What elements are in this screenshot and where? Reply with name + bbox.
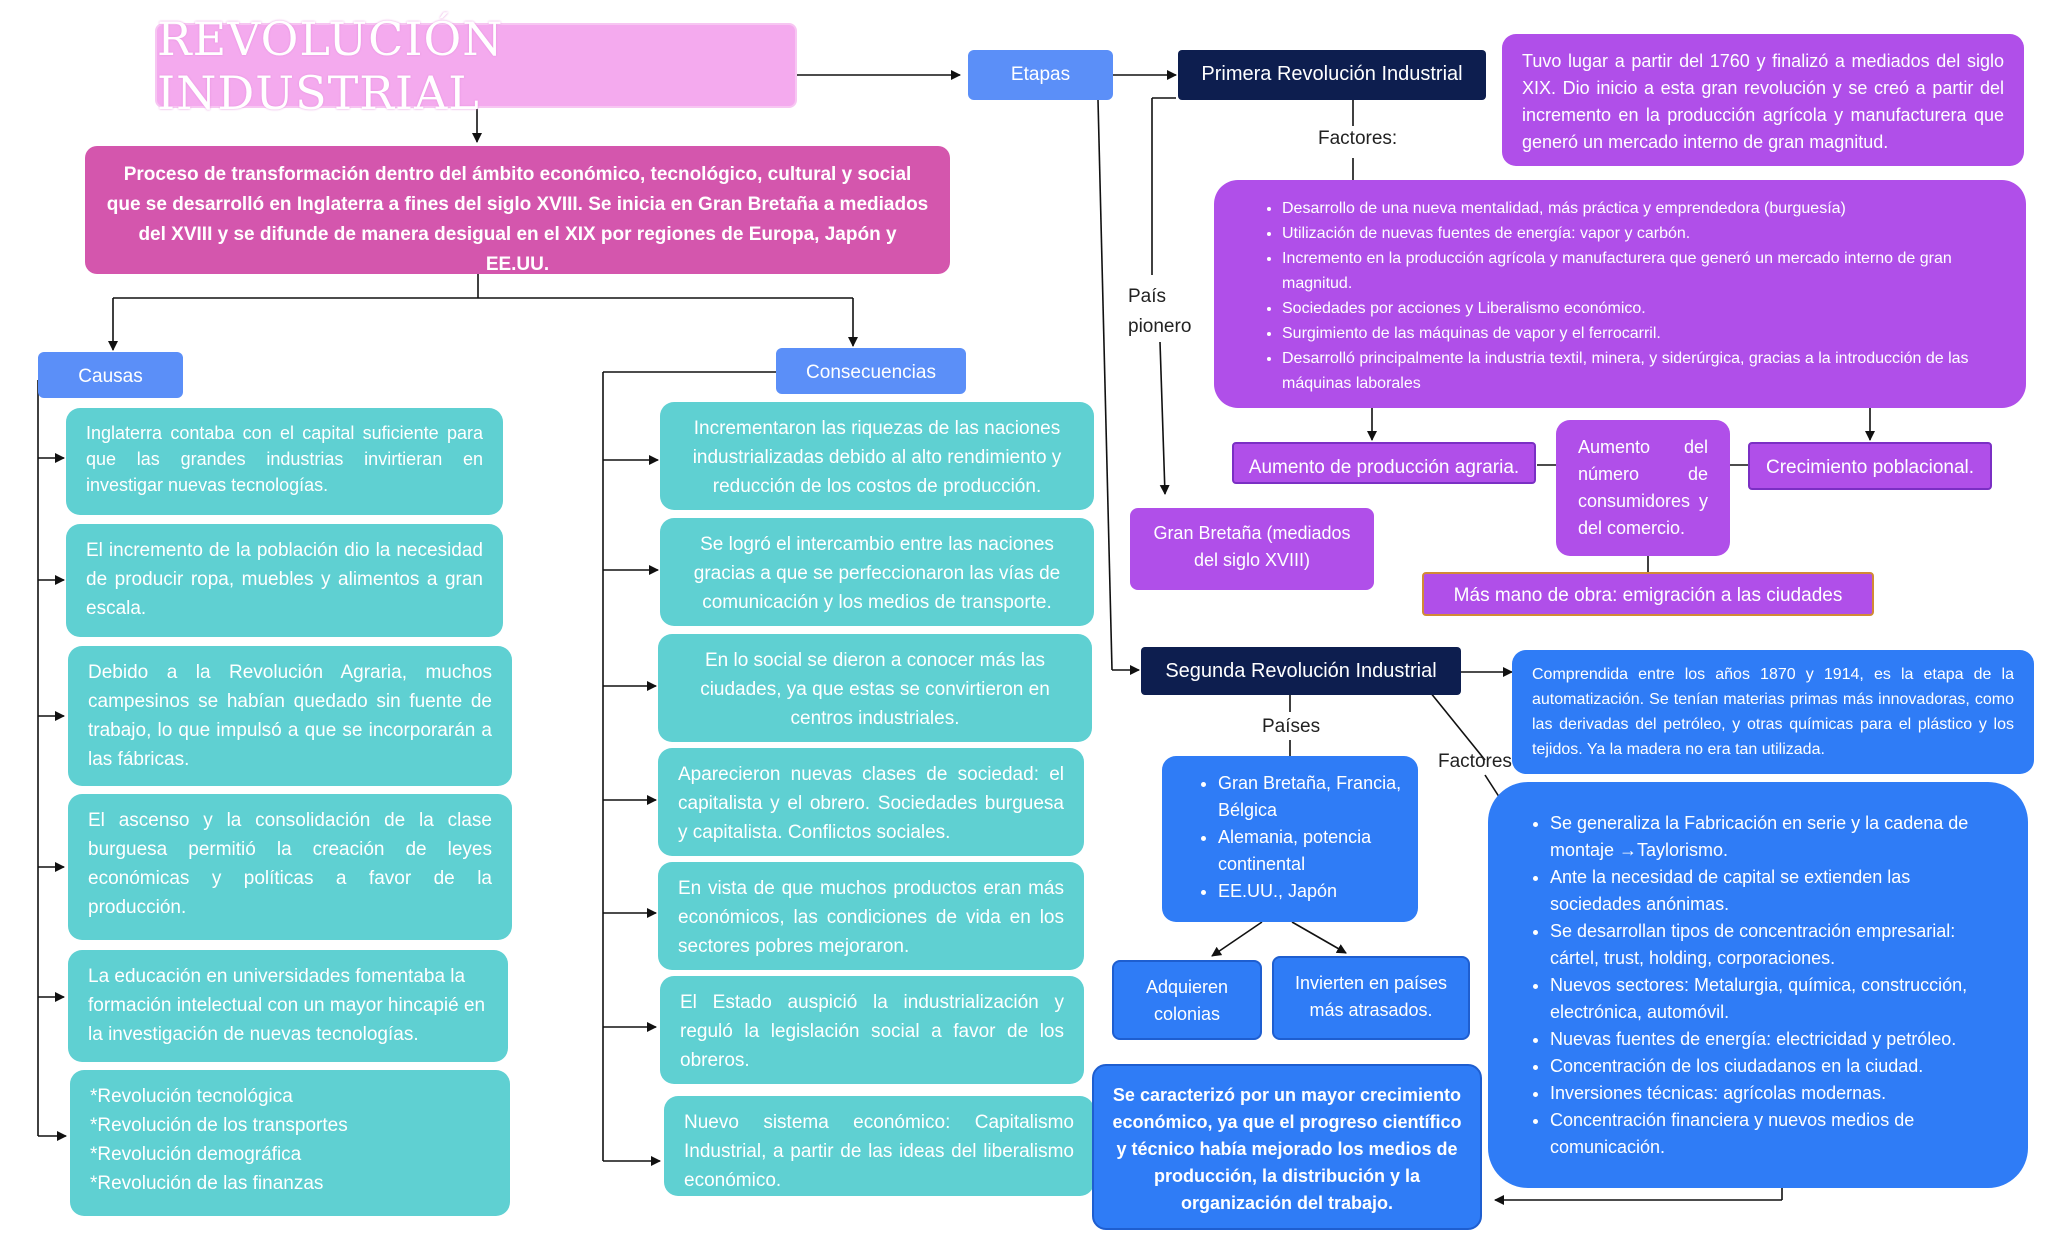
- factor-item: Surgimiento de las máquinas de vapor y e…: [1282, 321, 2006, 346]
- revolucion-item: *Revolución de los transportes: [90, 1115, 348, 1136]
- segunda-factores-label: Factores: [1438, 751, 1512, 772]
- pais-item: Gran Bretaña, Francia, Bélgica: [1218, 770, 1402, 824]
- consecuencias-label: Consecuencias: [776, 348, 966, 394]
- paises-list: Gran Bretaña, Francia, Bélgica Alemania,…: [1190, 770, 1402, 905]
- colonias-box: Adquieren colonias: [1112, 960, 1262, 1040]
- factor-item: Desarrolló principalmente la industria t…: [1282, 346, 2006, 396]
- factor-item: Inversiones técnicas: agrícolas modernas…: [1550, 1080, 2004, 1107]
- factor-item: Nuevos sectores: Metalurgia, química, co…: [1550, 972, 2004, 1026]
- revolucion-item: *Revolución de las finanzas: [90, 1173, 324, 1194]
- mano-obra-box: Más mano de obra: emigración a las ciuda…: [1422, 572, 1874, 616]
- consecuencia-7: Nuevo sistema económico: Capitalismo Ind…: [664, 1096, 1094, 1196]
- revolucion-item: *Revolución demográfica: [90, 1144, 302, 1165]
- primera-revolucion-label: Primera Revolución Industrial: [1178, 50, 1486, 100]
- segunda-revolucion-label: Segunda Revolución Industrial: [1141, 647, 1461, 695]
- pais-item: Alemania, potencia continental: [1218, 824, 1402, 878]
- primera-factores-label: Factores:: [1318, 128, 1398, 149]
- factor-item: Se desarrollan tipos de concentración em…: [1550, 918, 2004, 972]
- primera-factores-box: Desarrollo de una nueva mentalidad, más …: [1214, 180, 2026, 408]
- factor-item: Desarrollo de una nueva mentalidad, más …: [1282, 196, 2006, 221]
- factor-item: Ante la necesidad de capital se extiende…: [1550, 864, 2004, 918]
- aumento-produccion-box: Aumento de producción agraria.: [1232, 442, 1536, 484]
- definition-box: Proceso de transformación dentro del ámb…: [85, 146, 950, 275]
- factor-item: Concentración de los ciudadanos en la ci…: [1550, 1053, 2004, 1080]
- consecuencia-5: En vista de que muchos productos eran má…: [658, 862, 1084, 970]
- page-title: REVOLUCIÓN INDUSTRIAL: [155, 12, 797, 120]
- causa-6: *Revolución tecnológica *Revolución de l…: [70, 1070, 510, 1216]
- consecuencia-4: Aparecieron nuevas clases de sociedad: e…: [658, 748, 1084, 856]
- segunda-factores-list: Se generaliza la Fabricación en serie y …: [1522, 810, 2004, 1161]
- consecuencia-2: Se logró el intercambio entre las nacion…: [660, 518, 1094, 626]
- causa-3: Debido a la Revolución Agraria, muchos c…: [68, 646, 512, 786]
- causas-label: Causas: [38, 352, 183, 398]
- revolucion-item: *Revolución tecnológica: [90, 1086, 293, 1107]
- pais-pionero-label: País pionero: [1128, 286, 1192, 337]
- factor-item: Nuevas fuentes de energía: electricidad …: [1550, 1026, 2004, 1053]
- aumento-consumidores-box: Aumento del número de consumidores y del…: [1556, 420, 1730, 556]
- factor-item: Utilización de nuevas fuentes de energía…: [1282, 221, 2006, 246]
- causa-2: El incremento de la población dio la nec…: [66, 524, 503, 637]
- causa-5: La educación en universidades fomentaba …: [68, 950, 508, 1062]
- paises-label: Países: [1262, 716, 1321, 737]
- segunda-factores-box: Se generaliza la Fabricación en serie y …: [1488, 782, 2028, 1188]
- crecimiento-poblacional-box: Crecimiento poblacional.: [1748, 442, 1992, 490]
- segunda-description: Comprendida entre los años 1870 y 1914, …: [1512, 650, 2034, 774]
- factor-item: Concentración financiera y nuevos medios…: [1550, 1107, 2004, 1161]
- causa-4: El ascenso y la consolidación de la clas…: [68, 794, 512, 940]
- consecuencia-3: En lo social se dieron a conocer más las…: [658, 634, 1092, 742]
- primera-description: Tuvo lugar a partir del 1760 y finalizó …: [1502, 34, 2024, 166]
- invierten-box: Invierten en países más atrasados.: [1272, 956, 1470, 1040]
- consecuencia-1: Incrementaron las riquezas de las nacion…: [660, 402, 1094, 510]
- paises-box: Gran Bretaña, Francia, Bélgica Alemania,…: [1162, 756, 1418, 922]
- factor-item: Sociedades por acciones y Liberalismo ec…: [1282, 296, 2006, 321]
- primera-factores-list: Desarrollo de una nueva mentalidad, más …: [1254, 196, 2006, 396]
- causa-1: Inglaterra contaba con el capital sufici…: [66, 408, 503, 515]
- etapas-label: Etapas: [968, 50, 1113, 100]
- consecuencia-6: El Estado auspició la industrialización …: [660, 976, 1084, 1084]
- pais-pionero-box: Gran Bretaña (mediados del siglo XVIII): [1130, 508, 1374, 590]
- pais-item: EE.UU., Japón: [1218, 878, 1402, 905]
- factor-item: Se generaliza la Fabricación en serie y …: [1550, 810, 2004, 864]
- crecimiento-economico-box: Se caracterizó por un mayor crecimiento …: [1092, 1064, 1482, 1230]
- factor-item: Incremento en la producción agrícola y m…: [1282, 246, 2006, 296]
